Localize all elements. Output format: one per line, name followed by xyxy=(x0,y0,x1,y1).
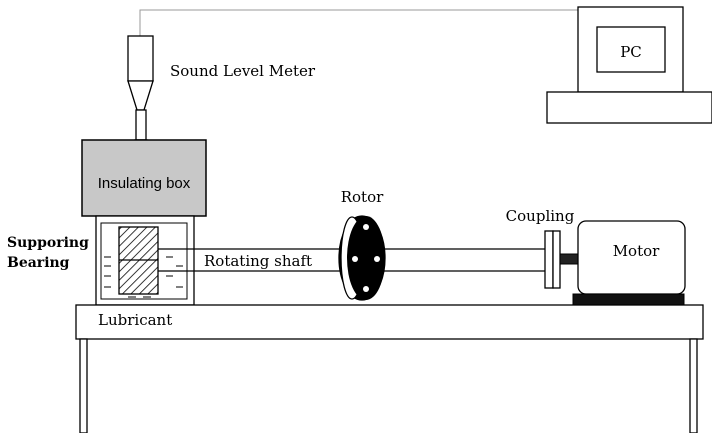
meter-taper xyxy=(127,80,154,111)
coupling: Coupling xyxy=(506,207,581,289)
insulating-box-body xyxy=(81,139,207,217)
rotating-shaft-label: Rotating shaft xyxy=(204,252,312,270)
rotor-face xyxy=(347,216,385,300)
supporting-bearing: Supporing Bearing xyxy=(7,215,195,306)
lubricant-marks xyxy=(104,256,183,298)
supporting-bearing-label-line1: Supporing xyxy=(7,235,89,251)
motor: Motor xyxy=(572,220,686,306)
signal-cable xyxy=(139,9,581,36)
table-top xyxy=(75,304,704,340)
rotor-hole-left xyxy=(352,256,358,262)
sound-level-meter-label: Sound Level Meter xyxy=(170,62,316,80)
table-leg-right xyxy=(689,338,698,434)
pc-label: PC xyxy=(620,43,642,61)
insulating-box: Insulating box xyxy=(81,139,207,217)
pc-screen xyxy=(596,26,666,73)
test-bench-table: Lubricant xyxy=(75,304,704,434)
motor-shaft-stub xyxy=(559,253,581,265)
rotor-hole-right xyxy=(374,256,380,262)
coupling-flange-left xyxy=(544,230,554,289)
rotor-label: Rotor xyxy=(341,188,384,206)
supporting-bearing-label-line2: Bearing xyxy=(7,255,70,271)
table-leg-left xyxy=(79,338,88,434)
motor-label: Motor xyxy=(613,242,660,260)
pc: PC xyxy=(546,6,712,124)
insulating-box-label: Insulating box xyxy=(98,175,191,192)
lubricant-label: Lubricant xyxy=(98,311,172,329)
rotating-shaft: Rotating shaft xyxy=(158,248,551,272)
meter-head xyxy=(127,35,154,82)
pc-base xyxy=(546,91,712,124)
rotor-hole-top xyxy=(363,224,369,230)
meter-probe xyxy=(135,109,147,141)
coupling-label: Coupling xyxy=(506,207,575,225)
sound-level-meter: Sound Level Meter xyxy=(127,35,316,155)
coupling-flange-right xyxy=(552,230,561,289)
motor-base xyxy=(572,293,685,306)
rotor: Rotor xyxy=(338,188,386,301)
rotor-hole-bottom xyxy=(363,286,369,292)
